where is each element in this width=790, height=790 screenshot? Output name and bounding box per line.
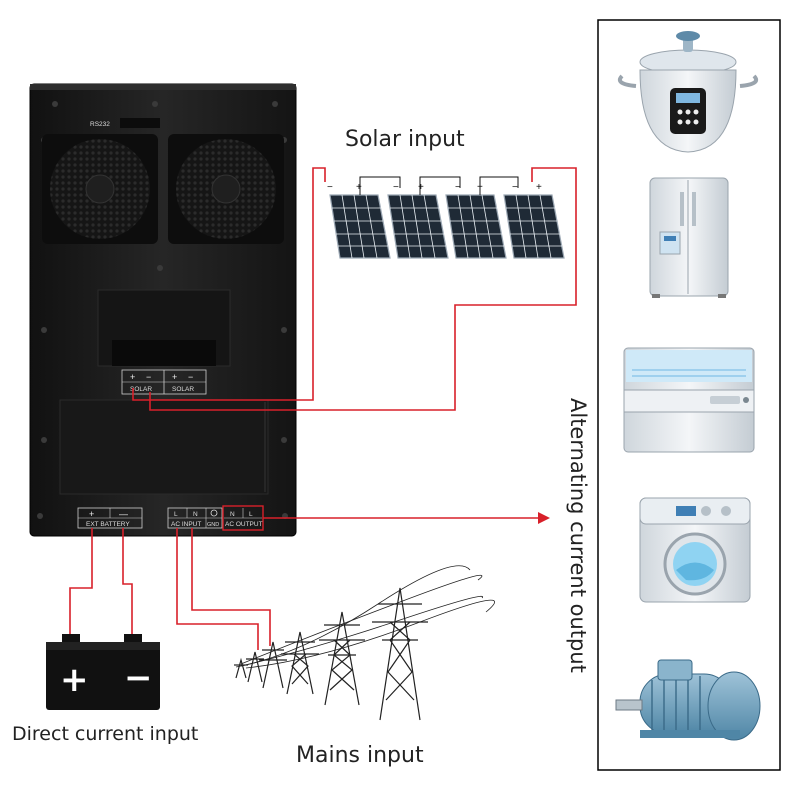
ac-output-terminal-n: N (230, 511, 235, 518)
battery-caption: EXT BATTERY (86, 521, 130, 528)
panel-2-minus: − (393, 182, 399, 193)
battery-icon: + − (46, 634, 160, 710)
solar-terminal-block: + − + − SOLAR SOLAR (121, 369, 207, 395)
ac-input-terminal-l: L (174, 511, 178, 518)
ac-input-caption: AC INPUT (171, 521, 201, 528)
solar-panel-1 (329, 194, 391, 259)
ac-output-terminal-l: L (249, 511, 253, 518)
transmission-towers-icon (234, 565, 496, 721)
gnd-caption: GND (207, 522, 219, 528)
ac-input-terminal-block: L N AC INPUT GND (167, 507, 223, 529)
ground-icon (210, 509, 218, 517)
mains-input-label: Mains input (296, 743, 424, 768)
solar-terminal-minus-1: − (146, 372, 151, 382)
battery-terminal-plus: + (89, 509, 94, 519)
battery-minus-sign: − (124, 658, 153, 698)
solar-panel-array: − + − + − + − + (327, 176, 565, 259)
rs232-port-label: RS232 (90, 121, 110, 128)
solar-caption-1: SOLAR (130, 386, 152, 393)
panel-1-minus: − (327, 182, 333, 193)
solar-caption-2: SOLAR (172, 386, 194, 393)
solar-panel-4 (503, 194, 565, 259)
panel-4-minus: − (512, 182, 518, 193)
panel-2-plus: + (418, 182, 424, 193)
direct-current-input-label: Direct current input (12, 723, 198, 745)
ac-output-label: Alternating current output (566, 398, 590, 673)
battery-plus-sign: + (60, 660, 89, 700)
washing-machine-icon (639, 497, 751, 603)
solar-terminal-plus-2: + (172, 372, 177, 382)
terminal-cover (59, 399, 269, 495)
battery-terminal-minus: — (119, 509, 128, 519)
ac-input-terminal-n: N (193, 511, 198, 518)
battery-terminal-block: + — EXT BATTERY (77, 507, 143, 529)
electric-motor-icon (615, 659, 761, 741)
solar-terminal-minus-2: − (188, 372, 193, 382)
panel-3-plus: + (477, 182, 483, 193)
rs232-port (120, 118, 160, 128)
panel-1-plus: + (356, 182, 362, 193)
solar-panel-3 (445, 194, 507, 259)
dishwasher-icon (623, 347, 755, 453)
solar-terminal-plus-1: + (130, 372, 135, 382)
wiring (69, 167, 577, 650)
panel-4-plus: + (536, 182, 542, 193)
cooling-fan-left (42, 134, 158, 244)
solar-panel-2 (387, 194, 449, 259)
cooling-fan-right (168, 134, 284, 244)
solar-input-label: Solar input (345, 127, 465, 152)
ac-output-caption: AC OUTPUT (225, 521, 263, 528)
inverter: RS232 + − + − SOLAR SOLAR (29, 83, 297, 537)
panel-3-minus: − (455, 182, 461, 193)
refrigerator-icon (649, 177, 729, 298)
rice-cooker-icon (617, 31, 759, 153)
